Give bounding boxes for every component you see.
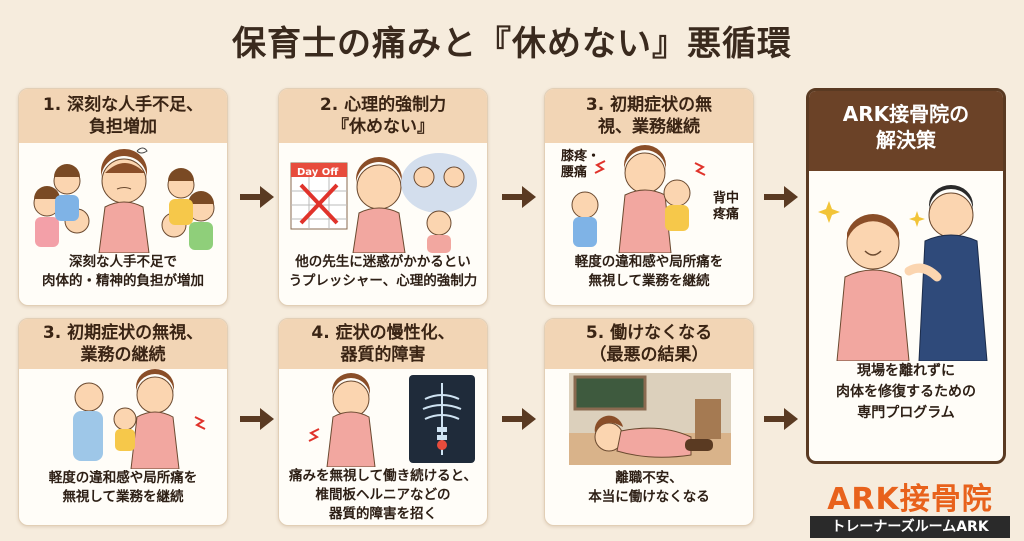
brand-logo: ARK接骨院: [827, 482, 993, 517]
step-card-3b-caption: 軽度の違和感や局所痛を 無視して業務を継続: [48, 470, 198, 505]
arrow-icon: [764, 186, 798, 208]
step-card-4: 4. 症状の慢性化、 器質的障害 痛みを無視して働き続けると、 椎間板ヘルニアな…: [278, 318, 488, 526]
step-card-4-caption: 痛みを無視して働き続けると、 椎間板ヘルニアなどの 器質的障害を招く: [288, 468, 478, 522]
step-card-3a-caption: 軽度の違和感や局所痛を 無視して業務を継続: [574, 254, 724, 289]
page-title: 保育士の痛みと『休めない』悪循環: [232, 24, 792, 64]
teacher-back-pain-illustration: [19, 369, 227, 470]
step-card-3b-heading: 3. 初期症状の無視、 業務の継続: [19, 319, 227, 369]
step-card-2-heading: 2. 心理的強制力 『休めない』: [279, 89, 487, 143]
step-card-5-heading: 5. 働けなくなる （最悪の結果）: [545, 319, 753, 369]
brand-subtitle: トレーナーズルームARK: [810, 516, 1010, 538]
xray-spine-illustration: [279, 369, 487, 468]
treatment-illustration: [809, 171, 1003, 362]
arrow-icon: [502, 186, 536, 208]
solution-caption: 現場を離れずに 肉体を修復するための 専門プログラム: [836, 363, 976, 421]
day-off-label: Day Off: [297, 167, 339, 178]
teacher-holding-child-illustration: 膝疼・ 腰痛 背中 疼痛: [545, 143, 753, 254]
pressured-teacher-illustration: Day Off: [279, 143, 487, 254]
step-card-5: 5. 働けなくなる （最悪の結果） 離職不安、 本当に働けなくなる: [544, 318, 754, 526]
step-card-1-heading: 1. 深刻な人手不足、 負担増加: [19, 89, 227, 143]
step-card-3b: 3. 初期症状の無視、 業務の継続 軽度の違和感や局所痛を 無視して業務を継続: [18, 318, 228, 526]
collapsed-teacher-illustration: [545, 369, 753, 469]
arrow-icon: [240, 408, 274, 430]
arrow-icon: [240, 186, 274, 208]
arrow-icon: [764, 408, 798, 430]
step-card-5-caption: 離職不安、 本当に働けなくなる: [588, 470, 710, 505]
arrow-icon: [502, 408, 536, 430]
step-card-3a-heading: 3. 初期症状の無 視、業務継続: [545, 89, 753, 143]
step-card-2-caption: 他の先生に迷惑がかかるとい うプレッシャー、心理的強制力: [288, 254, 478, 289]
back-pain-label: 背中 疼痛: [713, 191, 740, 222]
step-card-1: 1. 深刻な人手不足、 負担増加 深刻な人手不足で 肉体的・精神的負: [18, 88, 228, 306]
knee-back-pain-label: 膝疼・ 腰痛: [561, 149, 601, 180]
step-card-3a: 3. 初期症状の無 視、業務継続 膝疼・ 腰痛 背中 疼痛 軽度の違和感や局所痛…: [544, 88, 754, 306]
solution-heading: ARK接骨院の 解決策: [809, 91, 1003, 171]
step-card-4-heading: 4. 症状の慢性化、 器質的障害: [279, 319, 487, 369]
overwhelmed-teacher-illustration: [19, 143, 227, 254]
step-card-2: 2. 心理的強制力 『休めない』 Day Off 他の先生に迷惑がかかるとい う…: [278, 88, 488, 306]
solution-panel: ARK接骨院の 解決策 現場を離れずに 肉体を修復するための 専門プログラム: [806, 88, 1006, 464]
step-card-1-caption: 深刻な人手不足で 肉体的・精神的負担が増加: [42, 254, 204, 289]
